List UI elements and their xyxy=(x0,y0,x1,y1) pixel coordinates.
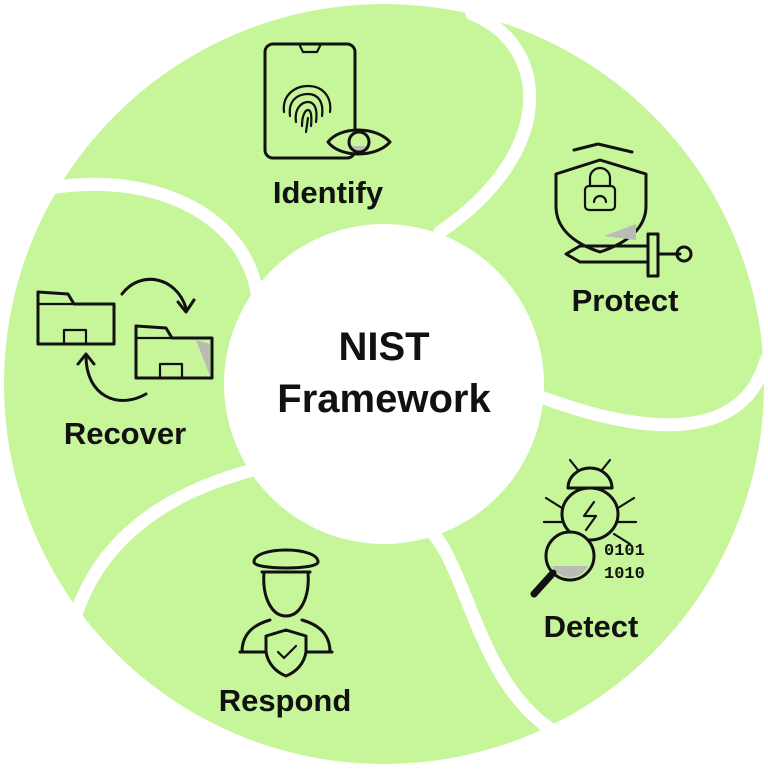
binary-line-1: 0101 xyxy=(604,542,645,561)
binary-line-2: 1010 xyxy=(604,565,645,584)
shield-lock-sword-icon xyxy=(554,142,693,278)
separator-protect-detect xyxy=(521,353,768,432)
segment-identify: Identify xyxy=(263,42,392,210)
segment-detect: 0101 1010 Detect xyxy=(530,458,645,644)
segment-label-recover: Recover xyxy=(64,416,186,451)
center-title-line1: NIST xyxy=(338,325,429,369)
segment-respond: Respond xyxy=(219,548,352,718)
segment-label-detect: Detect xyxy=(544,609,639,644)
center-title-line2: Framework xyxy=(277,377,491,421)
segment-label-respond: Respond xyxy=(219,683,352,718)
folder-cycle-icon xyxy=(36,277,214,402)
center-disc xyxy=(224,224,544,544)
bug-magnifier-binary-icon: 0101 1010 xyxy=(530,458,645,598)
segment-recover: Recover xyxy=(36,277,214,451)
separator-detect-respond xyxy=(423,523,577,747)
separator-recover-identify xyxy=(43,177,265,307)
segment-label-protect: Protect xyxy=(572,283,679,318)
separator-identify-protect xyxy=(433,7,537,239)
fingerprint-phone-eye-icon xyxy=(263,42,392,160)
segment-label-identify: Identify xyxy=(273,175,384,210)
officer-shield-icon xyxy=(238,548,334,678)
segment-protect: Protect xyxy=(554,142,693,318)
